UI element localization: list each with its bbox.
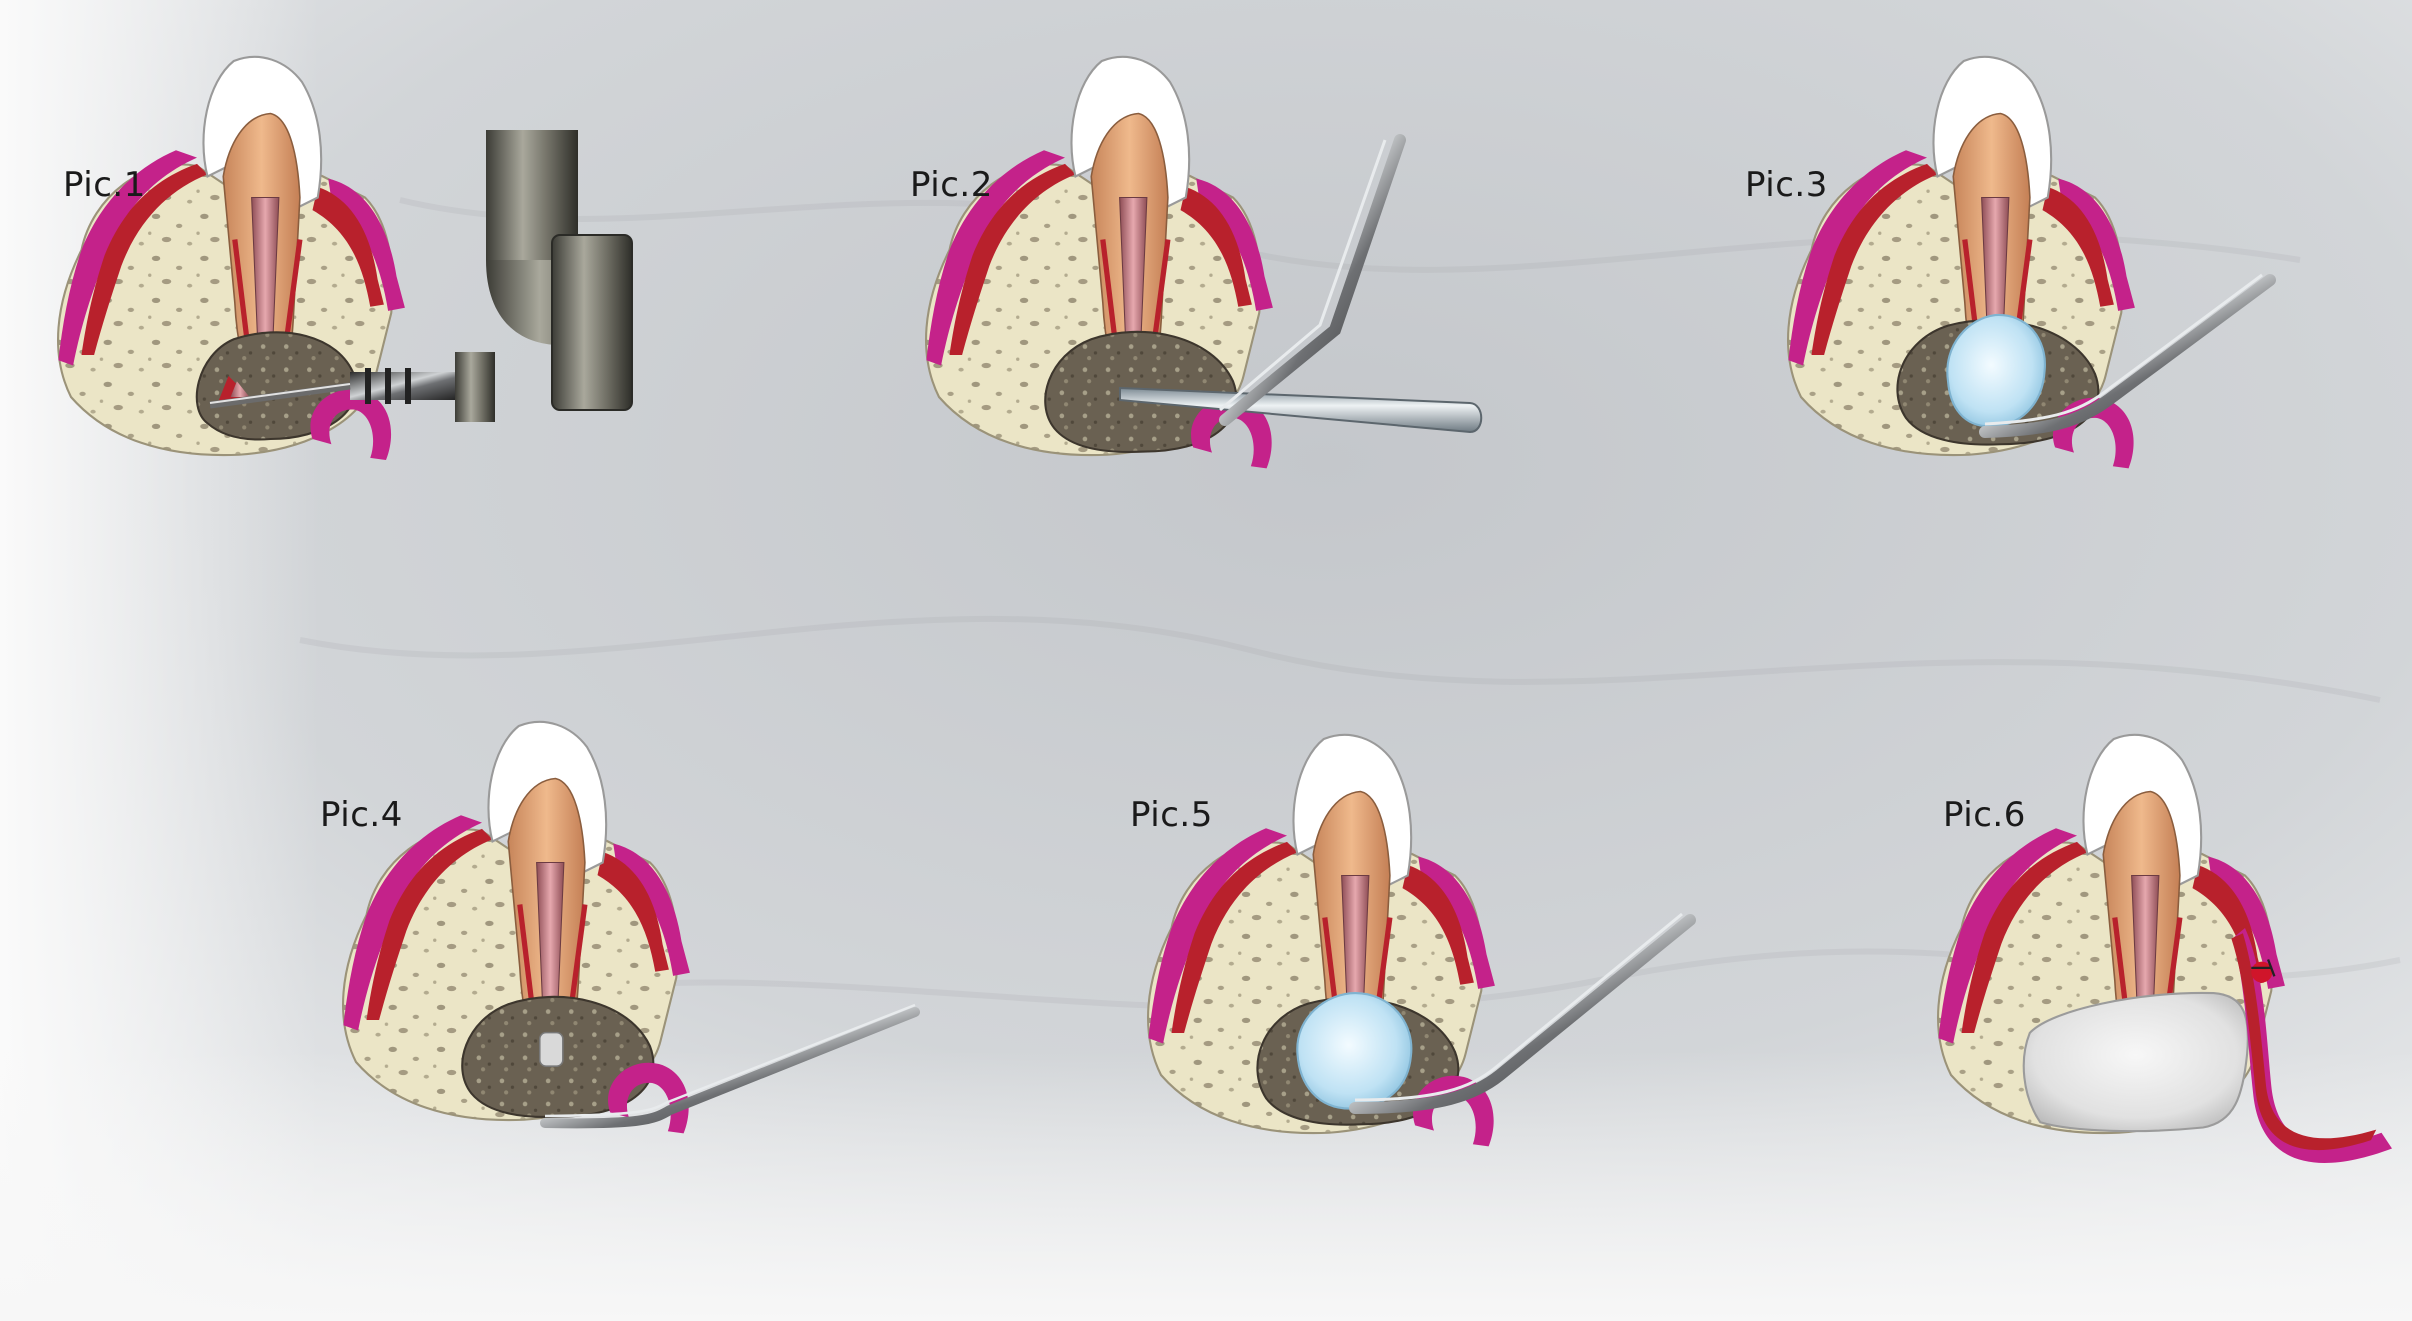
tweezers-icon [1979, 273, 2276, 438]
graft-material-blue [1296, 992, 1413, 1110]
graft-material-blue [1946, 314, 2046, 428]
probe-icon [1119, 386, 1483, 434]
flap-gingiva [1191, 397, 1272, 469]
pic-4-label: Pic.4 [320, 795, 403, 835]
carrier-instrument-icon [540, 1003, 920, 1129]
pic-2-label: Pic.2 [910, 165, 993, 205]
bur-icon [209, 382, 351, 409]
pic-5-label: Pic.5 [1130, 795, 1213, 835]
flap-gingiva [608, 1062, 689, 1134]
pic-1-label: Pic.1 [63, 165, 146, 205]
panel-1: Pic.1 [58, 57, 633, 460]
panel-3: Pic.3 [1745, 57, 2276, 469]
panel-6: Pic.6 [1938, 735, 2392, 1163]
pic-6-label: Pic.6 [1943, 795, 2026, 835]
suture-icon [2251, 959, 2276, 983]
tweezers-icon [1219, 134, 1406, 426]
handpiece-icon [209, 130, 633, 422]
pic-3-label: Pic.3 [1745, 165, 1828, 205]
tweezers-icon [1349, 912, 1696, 1114]
resected-root-tip [218, 376, 255, 403]
panel-2: Pic.2 [910, 57, 1483, 469]
membrane-graft [2022, 991, 2249, 1133]
retrograde-filling [538, 1031, 564, 1067]
panel-5: Pic.5 [1130, 735, 1696, 1147]
flap-gingiva [310, 389, 392, 460]
closed-flap-gingiva [2232, 928, 2392, 1163]
panel-4: Pic.4 [320, 722, 920, 1134]
